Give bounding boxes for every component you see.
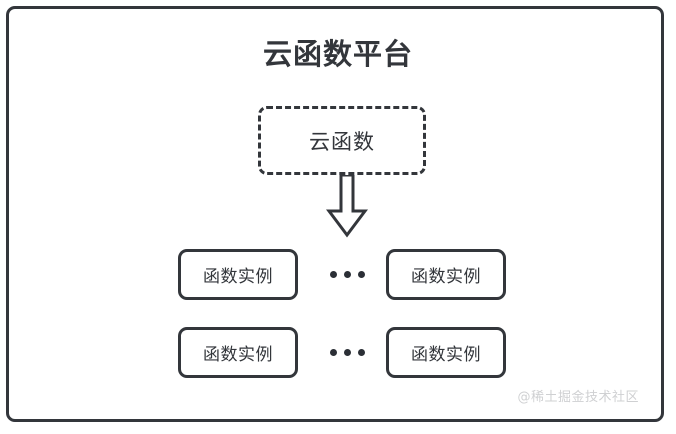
ellipsis-dot xyxy=(329,349,337,356)
page-title: 云函数平台 xyxy=(262,37,413,71)
ellipsis-dot xyxy=(357,349,365,356)
down-block-arrow-icon xyxy=(323,173,371,239)
function-instance-box: 函数实例 xyxy=(178,327,298,378)
function-instance-label: 函数实例 xyxy=(203,345,273,365)
function-instance-box: 函数实例 xyxy=(178,249,298,300)
watermark: @稀土掘金技术社区 xyxy=(517,390,639,405)
ellipsis-dot xyxy=(329,271,337,278)
ellipsis-dot xyxy=(357,271,365,278)
function-instance-label: 函数实例 xyxy=(203,267,273,287)
ellipsis-indicator xyxy=(308,249,386,300)
instance-row: 函数实例 函数实例 xyxy=(9,249,667,300)
function-instance-label: 函数实例 xyxy=(411,267,481,287)
platform-container: 云函数平台 云函数 函数实例 函数实例 函数实例 xyxy=(6,6,664,422)
function-instance-box: 函数实例 xyxy=(386,249,506,300)
cloud-function-label: 云函数 xyxy=(309,129,375,154)
ellipsis-dot xyxy=(343,349,351,356)
cloud-function-node: 云函数 xyxy=(258,106,426,175)
down-block-arrow-svg xyxy=(326,173,368,238)
ellipsis-dot xyxy=(343,271,351,278)
function-instance-label: 函数实例 xyxy=(411,345,481,365)
instance-row: 函数实例 函数实例 xyxy=(9,327,667,378)
ellipsis-indicator xyxy=(308,327,386,378)
function-instance-box: 函数实例 xyxy=(386,327,506,378)
